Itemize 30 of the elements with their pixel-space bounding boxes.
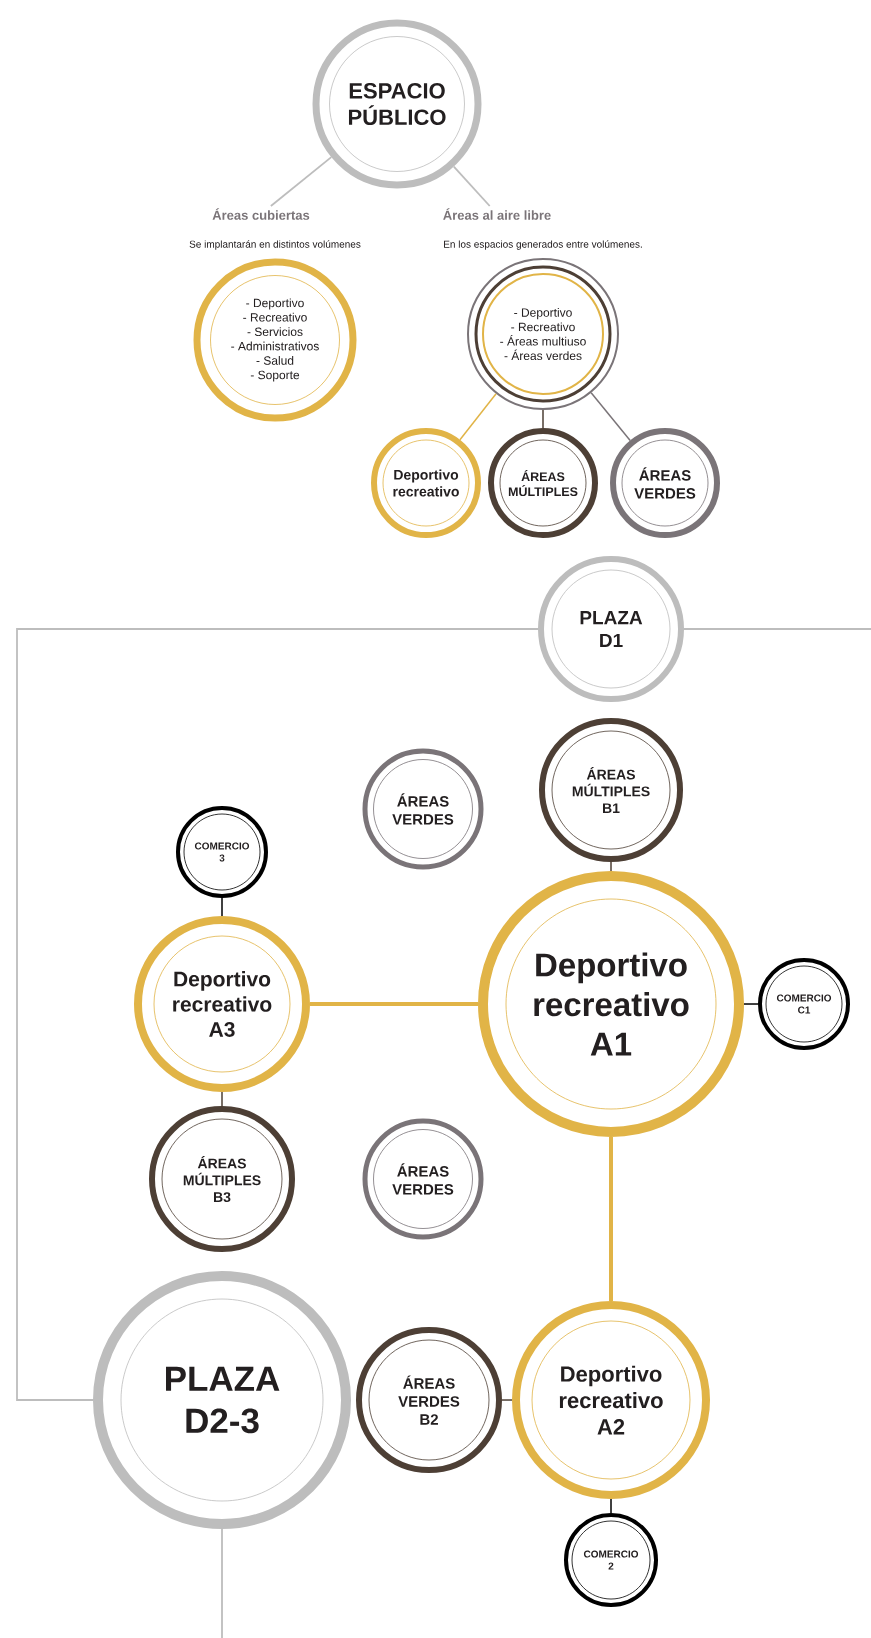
connector-line: [590, 392, 631, 442]
node-label: - Recreativo: [243, 312, 307, 322]
connector-line: [501, 1399, 513, 1401]
heading-text: Áreas cubiertas: [212, 208, 310, 220]
connector-line: [221, 897, 223, 917]
connector-line: [310, 1002, 478, 1006]
heading-text: Áreas al aire libre: [443, 208, 551, 220]
connector-line: [221, 1528, 223, 1638]
connector-line: [610, 861, 612, 872]
connector-line: [452, 165, 491, 207]
connector-line: [609, 1137, 613, 1301]
node-label: - Salud: [256, 356, 294, 365]
node-label: - Soporte: [250, 370, 300, 382]
node-label: - Áreas multiuso: [500, 335, 586, 346]
connector-line: [16, 628, 539, 1401]
connector-line: [743, 1003, 759, 1005]
node-label: - Deportivo: [246, 298, 304, 310]
node-label: - Administrativos: [231, 341, 319, 351]
caption-text: En los espacios generados entre volúmenes.: [444, 240, 642, 250]
node-label: - Recreativo: [511, 322, 575, 332]
node-label: - Servicios: [247, 327, 303, 337]
connector-line: [221, 1091, 223, 1107]
caption-text: Se implantarán en distintos volúmenes: [189, 240, 361, 250]
node-label: - Deportivo: [514, 308, 572, 320]
connector-line: [542, 409, 544, 429]
connector-line: [683, 628, 871, 630]
connector-line: [610, 1498, 612, 1514]
node-label: - Áreas verdes: [504, 349, 582, 361]
connector-line: [270, 156, 333, 207]
connector-line: [459, 393, 497, 441]
